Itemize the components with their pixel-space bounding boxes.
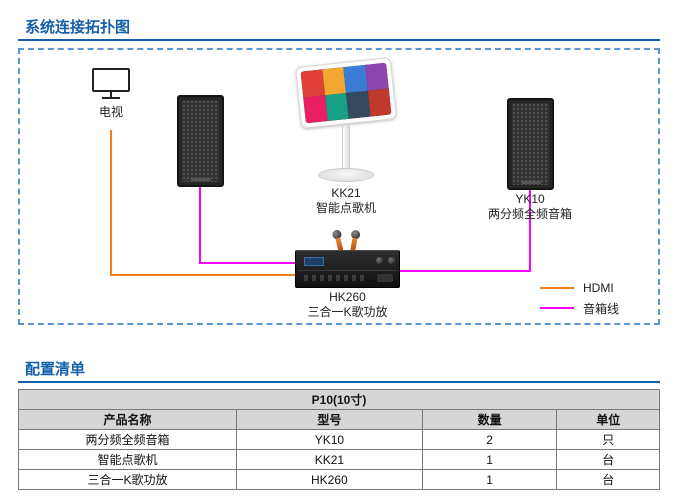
cell-model: YK10: [235, 429, 423, 450]
screen-tile: [321, 67, 346, 96]
karaoke-amplifier: [295, 229, 400, 288]
table-row: 三合一K歌功放 HK260 1 台: [18, 469, 660, 490]
col-header-product-name: 产品名称: [18, 409, 237, 430]
cell-model: HK260: [235, 469, 423, 490]
amplifier-knob: [376, 257, 383, 264]
right-speaker-cable-vertical: [529, 187, 531, 272]
speaker-wire-legend-label: 音箱线: [583, 301, 620, 316]
amplifier-display: [304, 257, 324, 266]
tv-icon: [88, 68, 134, 99]
speaker-grille: [182, 100, 219, 182]
amplifier-caption: HK260 三合一K歌功放: [285, 290, 410, 320]
tv-label: 电视: [98, 105, 123, 119]
screen-tile: [324, 93, 349, 122]
hdmi-legend-label: HDMI: [583, 281, 614, 295]
left-speaker-cable-vertical: [199, 187, 201, 264]
cell-product-name: 两分频全频音箱: [18, 429, 237, 450]
table-row: 两分频全频音箱 YK10 2 只: [18, 429, 660, 450]
tablet-model: KK21: [331, 186, 361, 200]
cell-quantity: 1: [421, 449, 558, 470]
left-speaker: [177, 95, 224, 187]
hdmi-cable-vertical: [110, 130, 112, 276]
speaker-wire-swatch: [540, 307, 574, 309]
table-title: P10(10寸): [18, 389, 660, 410]
topology-section-title: 系统连接拓扑图: [25, 19, 131, 36]
speaker-grille: [512, 103, 549, 185]
tv-stand-neck: [110, 92, 112, 97]
hdmi-cable-horizontal: [110, 274, 295, 276]
tv-device: 电视: [88, 68, 134, 120]
amplifier-body: [295, 250, 400, 288]
right-speaker-model: YK10: [515, 192, 545, 206]
table-title-row: P10(10寸): [18, 389, 660, 410]
left-speaker-cable-horizontal: [199, 262, 295, 264]
config-table: P10(10寸) 产品名称 型号 数量 单位 两分频全频音箱 YK10 2 只 …: [18, 389, 660, 490]
col-header-quantity: 数量: [421, 409, 558, 430]
legend-hdmi-row: HDMI: [540, 278, 619, 298]
right-speaker-caption: YK10 两分频全频音箱: [460, 192, 600, 222]
right-speaker-name: 两分频全频音箱: [487, 207, 572, 221]
tv-screen: [92, 68, 130, 92]
tablet-stand-neck: [342, 124, 350, 172]
cell-model: KK21: [235, 449, 423, 470]
amplifier-knob: [388, 257, 395, 264]
tablet-name: 智能点歌机: [315, 201, 376, 215]
table-header-row: 产品名称 型号 数量 单位: [18, 409, 660, 430]
screen-tile: [300, 69, 325, 98]
tablet-screen: [300, 62, 392, 124]
cell-quantity: 1: [421, 469, 558, 490]
tablet-stand-base: [318, 168, 374, 182]
cell-unit: 只: [556, 429, 660, 450]
cell-product-name: 智能点歌机: [18, 449, 237, 470]
config-section-title: 配置清单: [25, 361, 86, 378]
screen-tile: [343, 64, 368, 93]
table-row: 智能点歌机 KK21 1 台: [18, 449, 660, 470]
tablet-device: [295, 57, 397, 129]
screen-tile: [367, 88, 392, 117]
hdmi-line-swatch: [540, 287, 574, 289]
right-speaker-cable-horizontal: [400, 270, 531, 272]
amplifier-name: 三合一K歌功放: [307, 305, 388, 319]
cell-product-name: 三合一K歌功放: [18, 469, 237, 490]
screen-tile: [364, 62, 389, 91]
tv-stand-base: [102, 97, 120, 99]
cell-unit: 台: [556, 469, 660, 490]
cell-quantity: 2: [421, 429, 558, 450]
topology-title-rule: [18, 39, 660, 41]
amplifier-model: HK260: [329, 290, 366, 304]
tablet-caption: KK21 智能点歌机: [282, 186, 410, 216]
col-header-unit: 单位: [556, 409, 660, 430]
col-header-model: 型号: [235, 409, 423, 430]
karaoke-machine: [295, 57, 397, 188]
right-speaker: [507, 98, 554, 190]
wire-legend: HDMI 音箱线: [540, 278, 619, 318]
screen-tile: [346, 90, 371, 119]
config-title-rule: [18, 381, 660, 383]
amplifier-divider: [298, 270, 397, 271]
screen-tile: [303, 95, 328, 124]
topology-diagram: 电视: [18, 48, 660, 325]
legend-speaker-wire-row: 音箱线: [540, 298, 619, 318]
cell-unit: 台: [556, 449, 660, 470]
